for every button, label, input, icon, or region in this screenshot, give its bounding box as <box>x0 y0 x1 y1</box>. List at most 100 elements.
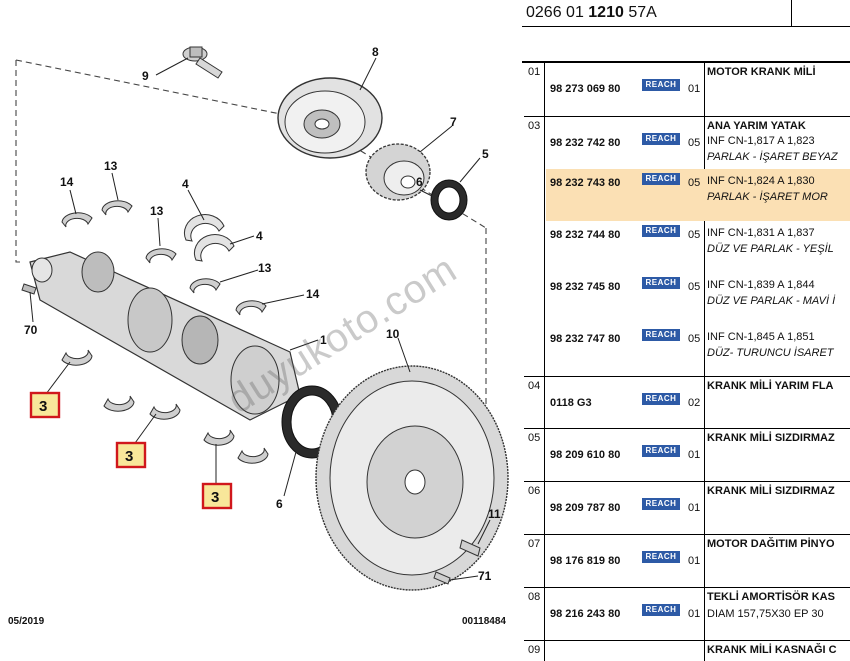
leader-lines <box>29 57 491 581</box>
reach-badge: REACH <box>642 329 680 341</box>
part-spec: DIAM 157,75X30 EP 30 <box>707 608 824 620</box>
callout-8: 8 <box>372 45 379 59</box>
part-spec: INF CN-1,831 A 1,837 <box>707 227 815 239</box>
callout-3-c: 3 <box>211 489 219 506</box>
part-entry[interactable]: 98 232 747 80 REACH 05 INF CN-1,845 A 1,851… <box>546 325 850 377</box>
callout-4: 4 <box>182 177 189 191</box>
upper-bearing-shells <box>61 200 267 316</box>
timing-sprocket-part-7 <box>365 143 431 201</box>
part-spec: INF CN-1,824 A 1,830 <box>707 175 815 187</box>
callout-1: 1 <box>320 333 327 347</box>
row-title: TEKLİ AMORTİSÖR KAS <box>707 591 835 603</box>
callout-10: 10 <box>386 327 400 341</box>
table-subheader <box>522 26 850 63</box>
callout-3-box-b: 3 <box>115 441 147 469</box>
quantity: 01 <box>688 449 701 461</box>
diagram-code: 00118484 <box>462 616 506 627</box>
lower-bearing-shells-part-3 <box>61 349 269 464</box>
part-spec: INF CN-1,817 A 1,823 <box>707 135 815 147</box>
row-title: KRANK MİLİ SIZDIRMAZ <box>707 432 835 444</box>
callout-6-upper: 6 <box>416 175 423 189</box>
row-title: MOTOR DAĞITIM PİNYO <box>707 538 835 550</box>
part-number[interactable]: 98 232 744 80 <box>550 229 621 241</box>
part-entry[interactable]: 98 232 743 80 REACH 05 INF CN-1,824 A 1,830… <box>546 169 850 221</box>
part-spec: INF CN-1,839 A 1,844 <box>707 279 815 291</box>
row-number: 03 <box>528 120 541 132</box>
row-title: KRANK MİLİ YARIM FLA <box>707 380 834 392</box>
callout-9: 9 <box>142 69 149 83</box>
part-number[interactable]: 98 216 243 80 <box>550 608 621 620</box>
part-number[interactable]: 0118 G3 <box>550 397 592 409</box>
part-spec: INF CN-1,845 A 1,851 <box>707 331 815 343</box>
callout-3-box-c: 3 <box>201 482 233 510</box>
reference-number: 0266 01 1210 57A <box>526 4 657 22</box>
part-number[interactable]: 98 232 743 80 <box>550 177 621 189</box>
part-number[interactable]: 98 232 745 80 <box>550 281 621 293</box>
key-part-70 <box>21 283 37 295</box>
part-number[interactable]: 98 209 610 80 <box>550 449 621 461</box>
reach-badge: REACH <box>642 551 680 563</box>
table-row: 09 KRANK MİLİ KASNAĞI C <box>524 640 850 661</box>
reach-badge: REACH <box>642 445 680 457</box>
callout-3-a: 3 <box>39 398 47 415</box>
assembly-outline <box>15 60 24 263</box>
row-title: KRANK MİLİ KASNAĞI C <box>707 644 837 656</box>
quantity: 05 <box>688 177 701 189</box>
callout-7: 7 <box>450 115 457 129</box>
reach-badge: REACH <box>642 277 680 289</box>
part-marking: DÜZ- TURUNCU İSARET <box>707 347 834 359</box>
part-entry[interactable]: 98 209 610 80 REACH 01 <box>546 429 850 482</box>
reach-badge: REACH <box>642 133 680 145</box>
part-marking: DÜZ VE PARLAK - MAVİ İ <box>707 295 836 307</box>
crankshaft-part-1 <box>29 251 301 421</box>
callout-71: 71 <box>478 569 492 583</box>
callout-13: 13 <box>104 159 118 173</box>
dowel-part-71 <box>433 571 451 585</box>
quantity: 01 <box>688 502 701 514</box>
quantity: 01 <box>688 83 701 95</box>
parts-diagram: 8 9 7 5 13 14 6 13 4 4 13 14 1 70 10 6 1… <box>15 45 509 591</box>
part-number[interactable]: 98 232 742 80 <box>550 137 621 149</box>
reference-prefix: 0266 01 <box>526 4 589 21</box>
row-number: 07 <box>528 538 541 550</box>
assembly-outline-top <box>15 59 301 119</box>
callout-6: 6 <box>276 497 283 511</box>
thrust-washers-part-4 <box>183 214 235 262</box>
reference-suffix: 57A <box>623 4 657 21</box>
callout-14-b: 14 <box>306 287 320 301</box>
callout-14: 14 <box>60 175 74 189</box>
bolt-part-9 <box>182 46 223 79</box>
callout-11: 11 <box>488 507 501 521</box>
row-title: KRANK MİLİ SIZDIRMAZ <box>707 485 835 497</box>
reach-badge: REACH <box>642 173 680 185</box>
reach-badge: REACH <box>642 393 680 405</box>
damper-pulley-part-8 <box>277 77 383 159</box>
part-marking: PARLAK - İŞARET MOR <box>707 191 828 203</box>
part-number[interactable]: 98 232 747 80 <box>550 333 621 345</box>
row-number: 09 <box>528 644 541 656</box>
part-number[interactable]: 98 209 787 80 <box>550 502 621 514</box>
part-number[interactable]: 98 176 819 80 <box>550 555 621 567</box>
quantity: 05 <box>688 333 701 345</box>
part-number[interactable]: 98 273 069 80 <box>550 83 621 95</box>
row-title: MOTOR KRANK MİLİ <box>707 66 816 78</box>
reach-badge: REACH <box>642 604 680 616</box>
quantity: 05 <box>688 229 701 241</box>
flywheel-part-10 <box>315 365 509 591</box>
part-marking: PARLAK - İŞARET BEYAZ <box>707 151 838 163</box>
